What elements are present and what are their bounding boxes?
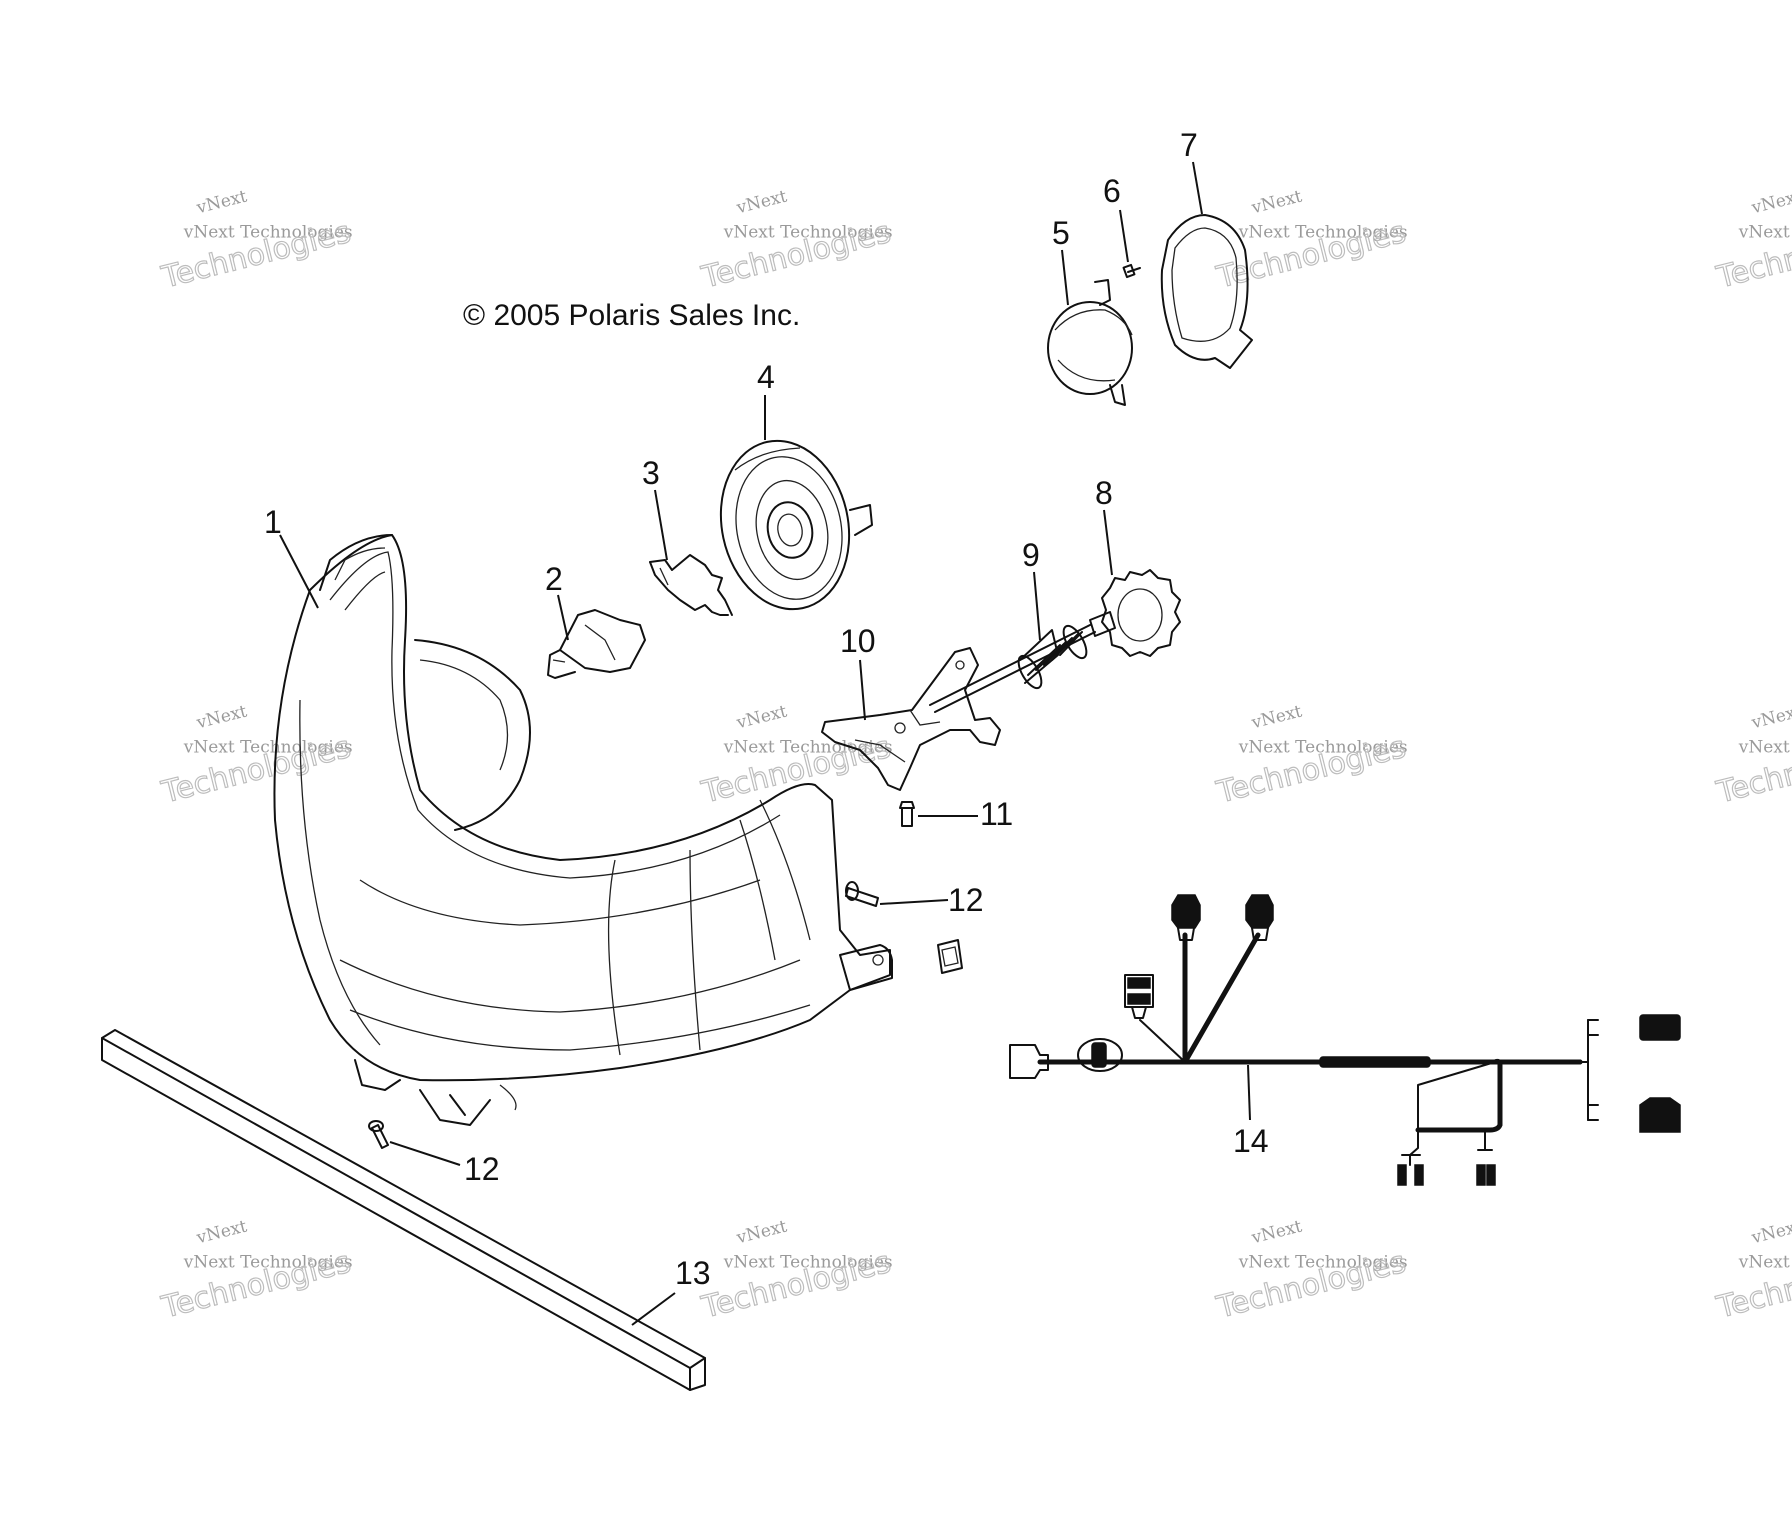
- svg-text:vNext Technologies: vNext Technologies: [723, 1253, 893, 1273]
- callout-8: 8: [1095, 475, 1113, 511]
- leader-12-upper: [879, 899, 949, 905]
- part-8-adjuster-knob: [1089, 569, 1181, 657]
- svg-text:vNext: vNext: [1749, 186, 1792, 218]
- svg-text:vNext: vNext: [194, 186, 249, 218]
- leader-10: [859, 659, 866, 721]
- part-13-foam-strip: [101, 1029, 706, 1391]
- leader-3: [654, 489, 668, 561]
- connector-mid-left: [1124, 974, 1154, 1019]
- svg-text:vNext Technologies: vNext Technologies: [1738, 1253, 1792, 1273]
- svg-text:vNext Technologies: vNext Technologies: [723, 223, 893, 243]
- callout-5: 5: [1052, 215, 1070, 251]
- svg-text:vNext Technologies: vNext Technologies: [1238, 223, 1408, 243]
- callout-7: 7: [1180, 127, 1198, 163]
- copyright-text: © 2005 Polaris Sales Inc.: [463, 299, 800, 332]
- callout-14: 14: [1233, 1123, 1269, 1159]
- connector-top-right: [1245, 894, 1274, 941]
- callout-2: 2: [545, 561, 563, 597]
- callout-1: 1: [264, 504, 282, 540]
- callout-9: 9: [1022, 537, 1040, 573]
- svg-text:vNext: vNext: [734, 701, 789, 733]
- callout-6: 6: [1103, 173, 1121, 209]
- watermark: vNext vNext Technologies Technologies: [1712, 701, 1792, 811]
- svg-text:vNext Technologies: vNext Technologies: [1238, 1253, 1408, 1273]
- svg-text:vNext: vNext: [734, 186, 789, 218]
- connector-right-upper: [1639, 1014, 1681, 1041]
- watermark: vNext vNext Technologies Technologies: [697, 1216, 895, 1326]
- watermarks: vNext vNext Technologies Technologies vN…: [157, 186, 1792, 1326]
- leader-8: [1103, 509, 1113, 576]
- leader-5: [1061, 249, 1069, 306]
- watermark: vNext vNext Technologies Technologies: [697, 701, 895, 811]
- svg-text:vNext Technologies: vNext Technologies: [1738, 738, 1792, 758]
- connector-bottom-right: [1476, 1149, 1496, 1186]
- svg-text:vNext Technologies: vNext Technologies: [1238, 738, 1408, 758]
- leader-lines: [279, 161, 1251, 1326]
- watermark: vNext vNext Technologies Technologies: [157, 701, 355, 811]
- part-12-screw-upper: [845, 881, 879, 907]
- svg-text:vNext: vNext: [194, 701, 249, 733]
- connector-right-lower: [1639, 1097, 1681, 1133]
- svg-text:vNext: vNext: [1749, 1216, 1792, 1248]
- part-9-spring-rod: [929, 624, 1096, 713]
- svg-text:vNext: vNext: [1249, 701, 1304, 733]
- connector-bottom-left: [1397, 1154, 1424, 1186]
- callout-12-lower: 12: [464, 1151, 500, 1187]
- part-1-headlight-housing: [273, 534, 893, 1126]
- leader-13: [631, 1292, 676, 1326]
- watermark: vNext vNext Technologies Technologies: [157, 1216, 355, 1326]
- svg-text:vNext: vNext: [1749, 701, 1792, 733]
- watermark: vNext vNext Technologies Technologies: [157, 186, 355, 296]
- part-4-reflector-ring: [719, 439, 873, 611]
- callout-12-upper: 12: [948, 882, 984, 918]
- svg-text:vNext Technologies: vNext Technologies: [723, 738, 893, 758]
- svg-text:vNext: vNext: [1249, 1216, 1304, 1248]
- svg-text:vNext: vNext: [734, 1216, 789, 1248]
- svg-text:vNext Technologies: vNext Technologies: [183, 1253, 353, 1273]
- callout-numbers: 1 2 3 4 5 6 7 8 9 10 11 12 12 13 14: [264, 127, 1269, 1291]
- watermark: vNext vNext Technologies Technologies: [1212, 701, 1410, 811]
- part-10-bracket: [821, 647, 1001, 791]
- svg-text:vNext Technologies: vNext Technologies: [183, 223, 353, 243]
- connector-top-left: [1171, 894, 1201, 941]
- leader-9: [1033, 571, 1041, 641]
- callout-13: 13: [675, 1255, 711, 1291]
- leader-7: [1192, 161, 1203, 215]
- part-3-retainer-clip: [649, 554, 733, 616]
- watermark: vNext vNext Technologies Technologies: [697, 186, 895, 296]
- part-14-wiring-harness: [1009, 894, 1681, 1186]
- svg-text:vNext Technologies: vNext Technologies: [1738, 223, 1792, 243]
- part-12-nut-clip: [937, 939, 963, 974]
- svg-text:vNext: vNext: [194, 1216, 249, 1248]
- part-6-screw: [1122, 263, 1141, 279]
- leader-1: [279, 534, 319, 609]
- part-11-screw: [899, 801, 915, 827]
- callout-3: 3: [642, 455, 660, 491]
- leader-14: [1247, 1064, 1251, 1121]
- part-7-gasket: [1160, 214, 1253, 369]
- svg-text:vNext: vNext: [1249, 186, 1304, 218]
- part-5-dome-cover: [1047, 279, 1133, 406]
- watermark: vNext vNext Technologies Technologies: [1712, 186, 1792, 296]
- callout-11: 11: [980, 796, 1013, 832]
- part-2-bulb: [547, 609, 646, 679]
- svg-text:vNext Technologies: vNext Technologies: [183, 738, 353, 758]
- callout-10: 10: [840, 623, 876, 659]
- leader-12-lower: [389, 1141, 461, 1166]
- leader-6: [1119, 209, 1129, 263]
- watermark: vNext vNext Technologies Technologies: [1712, 1216, 1792, 1326]
- leader-2: [557, 594, 569, 641]
- part-12-screw-lower: [368, 1120, 389, 1149]
- callout-4: 4: [757, 359, 775, 395]
- watermark: vNext vNext Technologies Technologies: [1212, 1216, 1410, 1326]
- spring-coils: [1017, 624, 1088, 690]
